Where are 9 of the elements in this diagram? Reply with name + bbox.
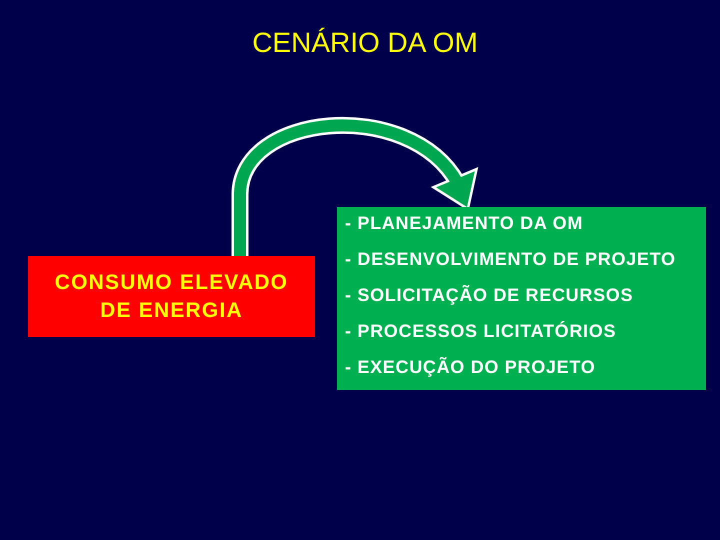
list-item: - PLANEJAMENTO DA OM bbox=[345, 212, 584, 235]
list-item: - SOLICITAÇÃO DE RECURSOS bbox=[345, 284, 634, 307]
list-item: - PROCESSOS LICITATÓRIOS bbox=[345, 320, 616, 343]
alert-box bbox=[28, 256, 315, 337]
list-item: - DESENVOLVIMENTO DE PROJETO bbox=[345, 248, 676, 271]
box-label: CONSUMO ELEVADO DE ENERGIA bbox=[54, 270, 290, 324]
slide-title: CENÁRIO DA OM bbox=[252, 27, 478, 58]
list-item: - EXECUÇÃO DO PROJETO bbox=[345, 356, 596, 379]
task-list-panel bbox=[337, 207, 706, 390]
